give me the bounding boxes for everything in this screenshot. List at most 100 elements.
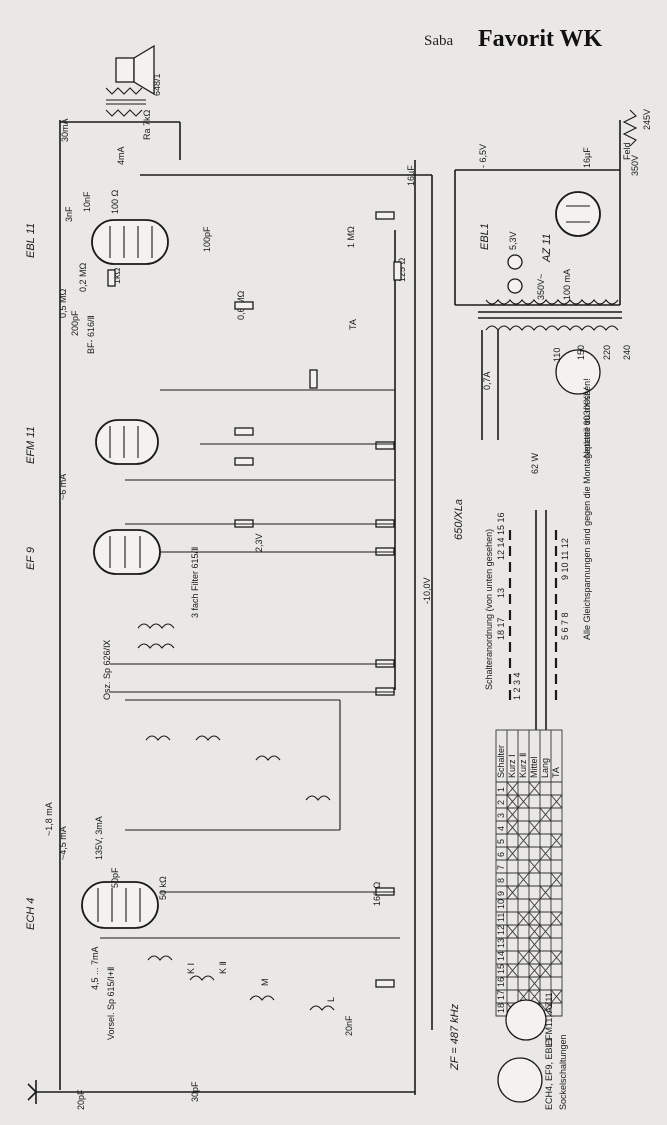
current-4ma-label: 4mA [116, 146, 126, 165]
tube-ebl11 [91, 219, 169, 265]
switch-row-left-b: 1 2 3 4 [512, 672, 522, 700]
switch-table-cross [550, 833, 563, 848]
switch-table-cross [550, 872, 563, 887]
resistor [375, 979, 395, 988]
switch-table-row-label: Lang [540, 758, 550, 778]
speaker-ref-label: 648/1 [152, 73, 162, 96]
v-350-label: 350V [630, 155, 640, 176]
switch-table-cross [506, 924, 519, 939]
switch-table-number: 9 [496, 891, 506, 896]
switch-table-cross [550, 950, 563, 965]
voltage-selector [555, 349, 601, 395]
pilot-lamp [507, 254, 523, 270]
switch-table-cross [506, 781, 519, 796]
bf-filter-label: BF- 616/Ⅱ [86, 315, 96, 354]
switch-table-cross [528, 781, 541, 796]
switch-table-cross [506, 885, 519, 900]
volt-110-label: 110 [552, 348, 562, 362]
switch-table-cross [528, 859, 541, 874]
i-6ma-label: ~6 mA [58, 474, 68, 500]
cap-100pf-label: 100pF [202, 226, 212, 252]
presel-coil [189, 975, 215, 981]
mains-transformer [478, 299, 622, 331]
switch-table-cross [506, 820, 519, 835]
switch-table-number: 18 [496, 1003, 506, 1013]
switch-table-cross [550, 794, 563, 809]
ebl1-pilot-label: EBL1 [479, 223, 491, 250]
feld-label: Feld [622, 142, 632, 160]
switch-table-number: 12 [496, 925, 506, 935]
note-label: Alle Gleichspannungen sind gegen die Mon… [582, 378, 592, 640]
resistor [393, 261, 402, 281]
tube-ech4-label: ECH 4 [25, 898, 37, 930]
switch-table-row-label: TA [551, 767, 561, 778]
band-k2-label: K Ⅱ [218, 961, 228, 974]
switch-table-number: 14 [496, 951, 506, 961]
switch-table-cross [528, 976, 541, 991]
sock2-label: EFM11, AZ11 [544, 992, 554, 1046]
res-1m-label: 1 MΩ [346, 226, 356, 248]
switch-table-number: 11 [496, 913, 506, 922]
socket-diagram [505, 999, 547, 1041]
i-45ma-label: ~4,5 mA [58, 826, 68, 860]
switch-row-bottom: 9 10 11 12 [560, 538, 570, 580]
switch-table-number: 6 [496, 852, 506, 857]
osc-label: Osz. Sp 626/Ⅸ [102, 640, 112, 700]
switch-row-mid-a: 5 6 7 8 [560, 612, 570, 640]
vorsel-label: Vorsel. Sp 615/Ⅰ+Ⅱ [106, 967, 116, 1040]
ta-label: TA [348, 319, 358, 330]
current-30ma-label: 30mA [60, 118, 70, 142]
cap-200pf-label: 200pF [70, 310, 80, 336]
switch-table-row-label: Kurz Ⅰ [507, 754, 517, 778]
cap-3nf-label: 3nF [64, 206, 74, 222]
sockets-label: Sockelschaltungen [558, 1034, 568, 1110]
switch-table-number: 13 [496, 938, 506, 948]
switch-table-cross [539, 846, 552, 861]
switch-table-row-label: Kurz Ⅱ [518, 753, 528, 778]
switch-title-label: Schalteranordnung (von unten gesehen) [484, 529, 494, 690]
volt-150-label: 150 [576, 345, 586, 360]
switch-table-cross [517, 911, 530, 926]
switch-table-cross [528, 924, 541, 939]
switch-table-cross [528, 820, 541, 835]
switch-table-number: 3 [496, 813, 506, 818]
presel-coil [249, 995, 275, 1001]
if-coil [137, 643, 175, 649]
resistor [375, 441, 395, 450]
osc-supply-label: 135V, 3mA [94, 816, 104, 860]
switch-table-cross [528, 963, 541, 978]
switch-table-cross [517, 872, 530, 887]
switch-table-cross [528, 937, 541, 952]
tube-az11-label: AZ 11 [541, 233, 553, 263]
resistor [375, 211, 395, 220]
code-label: 650/XLa [453, 499, 465, 540]
netzteil-label: Netzteil 603/XXIV [582, 387, 592, 458]
v-53-label: 5,3V [508, 231, 518, 250]
res-100-label: 100 Ω [110, 189, 120, 214]
switch-table-cross [550, 989, 563, 1004]
band-m-label: M [260, 979, 270, 987]
switch-table-number: 2 [496, 800, 506, 805]
brand-label: Saba [424, 33, 454, 49]
switch-table-row-label: Mittel [529, 756, 539, 778]
presel-coil [309, 1005, 335, 1011]
switch-table-cross [539, 924, 552, 939]
power-label: 62 W [530, 452, 540, 474]
switch-table-cross [528, 950, 541, 965]
volt-220-label: 220 [602, 345, 612, 360]
antenna-cap-label: 20pF [76, 1089, 86, 1110]
switch-table-header: Schalter [496, 745, 506, 778]
pilot-lamp [507, 278, 523, 294]
resistor [234, 457, 254, 466]
switch-table-cross [528, 898, 541, 913]
tube-efm11-label: EFM 11 [25, 426, 37, 464]
resistor [234, 301, 254, 310]
cap-16uf-supply-label: 16µF [582, 147, 592, 168]
osc-coil [195, 735, 221, 741]
osc-coil [305, 795, 331, 801]
switch-table-cross [539, 963, 552, 978]
switch-table-cross [506, 846, 519, 861]
v-65-label: - 6,5V [478, 144, 488, 168]
